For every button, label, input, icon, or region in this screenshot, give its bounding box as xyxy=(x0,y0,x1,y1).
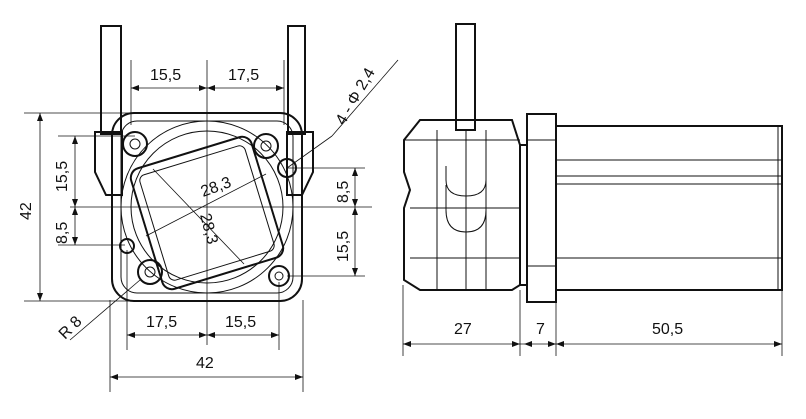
label-left-upper: 15,5 xyxy=(54,161,71,192)
front-dimensions xyxy=(24,59,399,392)
front-hole-bottom-left xyxy=(137,259,163,285)
side-flange xyxy=(526,113,557,303)
side-gearbox-boss xyxy=(445,166,487,197)
front-hole-top-right xyxy=(253,133,279,159)
front-right-shaft xyxy=(287,25,306,135)
label-bottom-left: 17,5 xyxy=(146,314,177,331)
front-hole-top-right-inner xyxy=(260,140,272,152)
front-hole-bottom-left-inner xyxy=(144,266,156,278)
label-left-lower: 8,5 xyxy=(54,222,71,244)
front-diag-dim-a xyxy=(152,168,245,265)
front-view xyxy=(70,25,372,345)
label-right-lower: 15,5 xyxy=(335,231,352,262)
side-labels: 27 7 50,5 xyxy=(454,321,683,338)
side-gearbox-boss-lower xyxy=(445,185,487,233)
label-radius: R 8 xyxy=(56,313,86,343)
front-diag-dim-b xyxy=(145,173,267,237)
label-bottom-right: 15,5 xyxy=(225,314,256,331)
front-hole-top-left-inner xyxy=(129,138,141,150)
side-dimensions xyxy=(402,285,783,356)
label-side-flange: 7 xyxy=(536,321,545,338)
label-top-right-width: 17,5 xyxy=(228,67,259,84)
front-hole-top-left xyxy=(122,131,148,157)
side-gearbox xyxy=(403,119,521,291)
front-rotated-square-inner xyxy=(139,145,275,281)
side-shaft xyxy=(455,23,476,131)
label-width-total: 42 xyxy=(196,355,214,372)
side-flange-collar xyxy=(519,144,528,286)
front-left-shaft xyxy=(100,25,122,135)
label-height-total: 42 xyxy=(18,202,35,220)
label-diag-upper: 28,3 xyxy=(199,174,234,201)
label-side-motor: 50,5 xyxy=(652,321,683,338)
side-motor-body xyxy=(555,125,783,291)
label-side-gearbox: 27 xyxy=(454,321,472,338)
front-rotated-square xyxy=(129,135,285,291)
front-left-tab xyxy=(94,131,123,196)
label-diag-lower: 28,3 xyxy=(196,212,221,247)
front-labels: 15,5 17,5 4 - Φ 2,4 28,3 28,3 42 15,5 8,… xyxy=(18,65,379,372)
label-top-left-width: 15,5 xyxy=(150,67,181,84)
label-holes: 4 - Φ 2,4 xyxy=(333,65,379,128)
label-right-upper: 8,5 xyxy=(335,181,352,203)
front-right-tab xyxy=(286,131,314,196)
side-view xyxy=(403,23,783,303)
front-hole-bottom-right-inner xyxy=(274,271,284,281)
